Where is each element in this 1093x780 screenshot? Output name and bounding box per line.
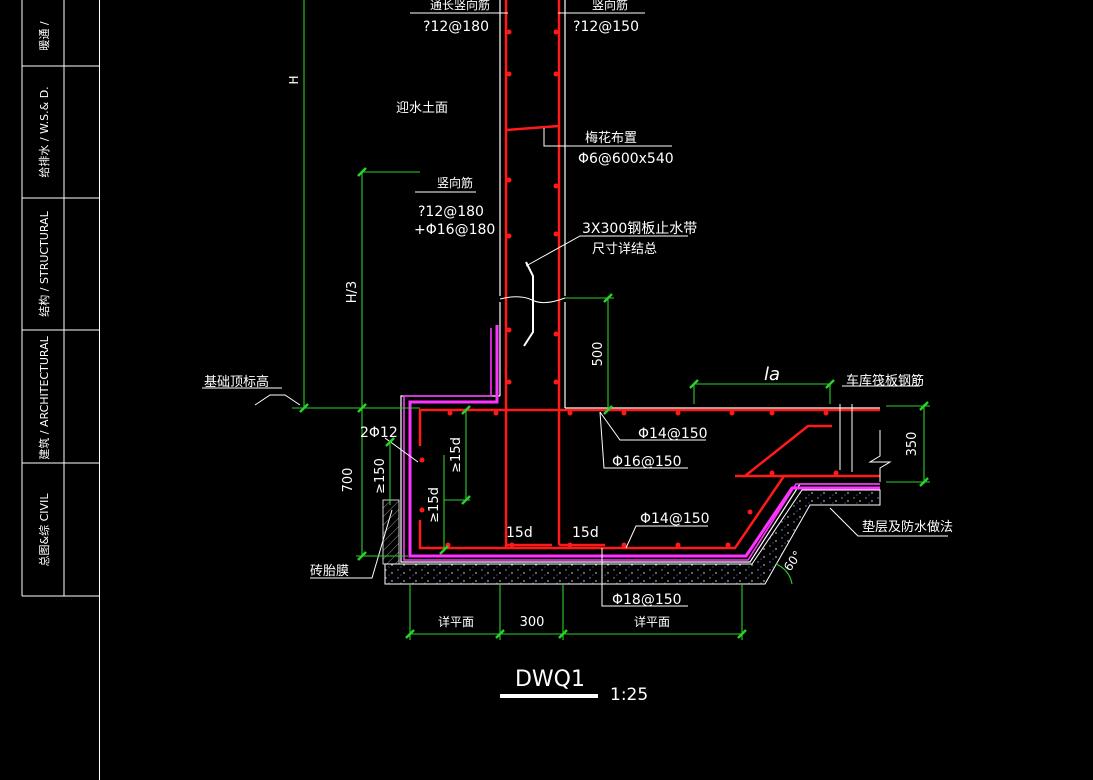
leader-lines: [202, 12, 948, 607]
waterstop-label-1: 3X300钢板止水带: [582, 221, 697, 237]
tie-spec: Φ6@600x540: [578, 151, 674, 167]
tie-title: 梅花布置: [585, 130, 637, 146]
foundation-top-label: 基础顶标高: [204, 374, 269, 390]
ge-15d-lower: ≥15d: [427, 487, 442, 523]
height-H3-label: H/3: [345, 281, 360, 303]
top-left-rebar-title: 通长竖向筋: [430, 0, 490, 12]
rebar-lines: [418, 0, 880, 550]
spec-16-150: Φ16@150: [612, 454, 682, 470]
see-plan-left: 详平面: [438, 614, 474, 629]
waterproof-layer: [403, 325, 880, 561]
spec-18-150: Φ18@150: [612, 592, 682, 608]
see-plan-right: 详平面: [634, 614, 670, 629]
dim-500-label: 500: [591, 342, 606, 367]
concrete-outline: [400, 0, 880, 563]
drawing-name: DWQ1: [515, 667, 585, 692]
discipline-plumbing: 给排水 / W.S.& D.: [37, 86, 51, 177]
ge-150-label: ≥150: [373, 458, 388, 494]
waterstop-plate: [523, 261, 534, 347]
vert-rebar-title: 竖向筋: [437, 175, 473, 190]
cushion-layer: [384, 489, 881, 585]
brick-mold-label: 砖胎膜: [310, 564, 349, 579]
ge-15d-upper: ≥15d: [449, 437, 464, 473]
rebar-dots: [419, 29, 839, 548]
top-right-rebar-title: 竖向筋: [592, 0, 628, 12]
dim-300-label: 300: [520, 615, 545, 630]
discipline-civil: 总图&综 CIVIL: [37, 493, 51, 567]
title-block-strip: 暖通 / 给排水 / W.S.& D. 结构 / STRUCTURAL 建筑 /…: [21, 0, 100, 780]
lap-15d-right: 15d: [572, 525, 599, 541]
spec-14-150-top: Φ14@150: [638, 426, 708, 442]
drawing-name-underline: [500, 694, 598, 698]
discipline-architectural: 建筑 / ARCHITECTURAL: [37, 335, 51, 459]
vert-rebar-spec2: +Φ16@180: [414, 222, 495, 238]
drawing-scale: 1:25: [610, 685, 648, 705]
discipline-structural: 结构 / STRUCTURAL: [37, 210, 51, 316]
dimension-ticks: [299, 167, 929, 639]
dim-700-label: 700: [341, 468, 356, 493]
bars-2-12-label: 2Φ12: [360, 425, 398, 441]
vert-rebar-spec1: ?12@180: [418, 204, 484, 220]
brick-mold: [382, 499, 400, 565]
water-face-label: 迎水土面: [396, 101, 448, 116]
discipline-hvac: 暖通 /: [38, 21, 51, 50]
waterstop-label-2: 尺寸详结总: [592, 242, 657, 257]
cushion-waterproof-label: 垫层及防水做法: [862, 519, 953, 535]
construction-joint: [499, 296, 566, 304]
height-H-label: H: [287, 75, 301, 84]
spec-14-150-bottom: Φ14@150: [640, 511, 710, 527]
dimension-lines: [292, 0, 930, 640]
top-right-rebar-spec: ?12@150: [573, 19, 639, 35]
anchor-length-label: la: [764, 364, 780, 385]
lap-15d-left: 15d: [506, 525, 533, 541]
top-left-rebar-spec: ?12@180: [423, 19, 489, 35]
garage-rebar-label: 车库筏板钢筋: [846, 373, 924, 389]
dim-350-label: 350: [905, 432, 920, 457]
